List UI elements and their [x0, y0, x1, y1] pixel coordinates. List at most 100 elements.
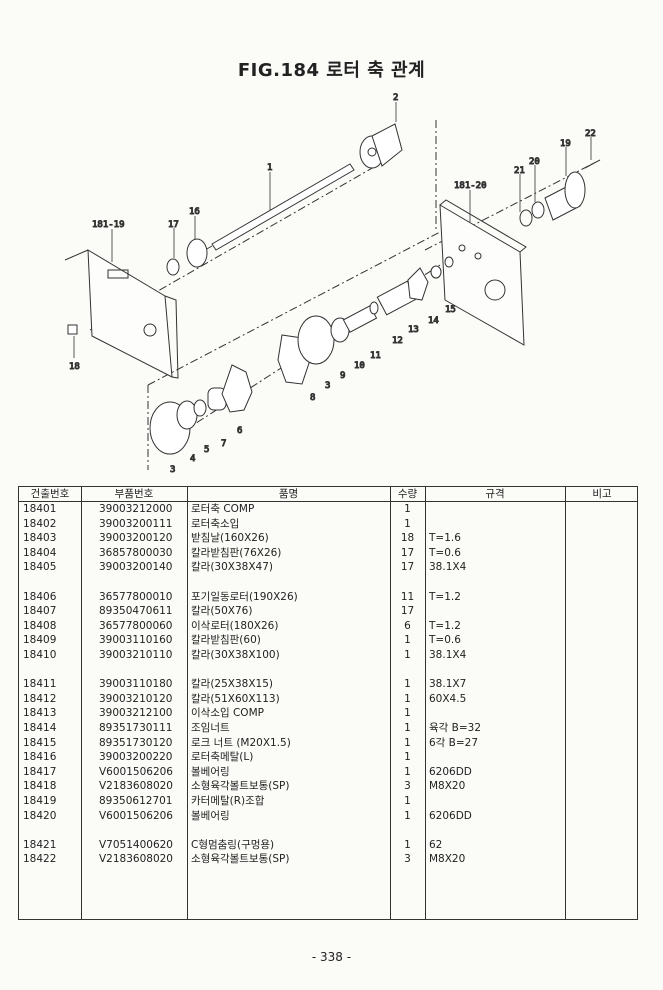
cell-part-no: 39003200220 — [99, 751, 173, 764]
cell-part-no: V2183608020 — [99, 780, 173, 793]
cell-ref-no: 18414 — [23, 722, 57, 734]
cell-spec: T=1.2 — [429, 590, 461, 603]
cell-ref-no: 18401 — [23, 503, 57, 515]
cell-part-name: 칼라(25X38X15) — [191, 678, 273, 691]
cell-spec: 6206DD — [429, 765, 472, 778]
cell-spec: 6각 B=27 — [429, 736, 479, 749]
callout-15: 15 — [445, 305, 456, 315]
cell-ref-no: 18409 — [23, 634, 57, 647]
callout-5: 5 — [204, 445, 209, 455]
cell-part-no: 39003200140 — [99, 561, 173, 574]
cell-part-no: 89350470611 — [99, 605, 173, 618]
left-side-plate — [64, 249, 179, 379]
column-divider — [187, 487, 188, 919]
cell-quantity: 1 — [404, 751, 411, 764]
cell-part-name: 칼라받침판(60) — [191, 634, 261, 647]
cell-quantity: 1 — [404, 838, 411, 851]
cell-quantity: 1 — [404, 722, 411, 734]
header-part-name: 품명 — [278, 488, 299, 500]
cell-part-no: 39003200111 — [99, 517, 173, 530]
callout-16: 16 — [189, 207, 200, 217]
header-remarks: 비고 — [592, 488, 612, 500]
cell-quantity: 3 — [404, 780, 411, 793]
callout-7: 7 — [221, 439, 226, 449]
cell-spec: T=1.2 — [429, 619, 461, 632]
callout-20: 20 — [529, 157, 540, 167]
part-18-screw — [67, 324, 78, 335]
cell-spec: 육각 B=32 — [429, 722, 482, 734]
column-divider — [565, 487, 566, 919]
cell-part-no: 39003210110 — [99, 649, 173, 661]
callout-21: 21 — [514, 166, 525, 176]
cell-part-name: 칼라(30X38X100) — [191, 649, 280, 661]
cell-spec: 38.1X7 — [429, 678, 467, 691]
part-11-collar — [369, 301, 379, 315]
header-part-no: 부품번호 — [114, 488, 154, 500]
cell-spec: T=1.6 — [429, 532, 461, 545]
cell-ref-no: 18408 — [23, 619, 57, 632]
cell-ref-no: 18421 — [23, 838, 57, 851]
cell-part-name: 로크 너트 (M20X1.5) — [191, 736, 291, 749]
cell-quantity: 17 — [400, 546, 415, 559]
cell-part-name: 로터축 COMP — [191, 503, 255, 515]
part-3-blade-2 — [297, 315, 335, 365]
cell-ref-no: 18418 — [23, 780, 57, 793]
cell-part-no: 89350612701 — [99, 795, 173, 807]
cell-ref-no: 18417 — [23, 765, 57, 778]
cell-ref-no: 18407 — [23, 605, 57, 618]
cell-ref-no: 18402 — [23, 517, 57, 530]
page-number: - 338 - — [311, 950, 352, 964]
part-6-rotor — [221, 364, 253, 413]
cell-ref-no: 18415 — [23, 736, 57, 749]
cell-spec: T=0.6 — [429, 634, 461, 647]
cell-quantity: 18 — [400, 532, 415, 545]
callout-13: 13 — [408, 325, 419, 335]
table-header: 건출번호 부품번호 품명 수량 규격 비고 — [19, 487, 637, 502]
callout-17: 17 — [168, 220, 179, 230]
cell-part-name: 포기일동로터(190X26) — [191, 590, 298, 603]
cell-ref-no: 18412 — [23, 692, 57, 705]
cell-ref-no: 18416 — [23, 751, 57, 764]
header-ref-no: 건출번호 — [30, 488, 70, 500]
part-17-collar — [166, 258, 180, 276]
rotor-shaft-hub — [359, 123, 403, 169]
cell-quantity: 1 — [404, 503, 411, 515]
cell-spec: 38.1X4 — [429, 561, 467, 574]
callout-10: 10 — [354, 361, 365, 371]
cell-part-name: 소형육각볼트보통(SP) — [191, 853, 290, 866]
part-15-locknut — [444, 256, 454, 268]
part-13-rotor-assy — [407, 267, 429, 301]
rotor-shaft — [204, 163, 355, 251]
callout-19: 19 — [560, 139, 571, 149]
part-5-collar — [193, 399, 207, 417]
cell-part-name: 받침날(160X26) — [191, 532, 269, 545]
cell-quantity: 1 — [404, 795, 411, 807]
cell-spec: 60X4.5 — [429, 692, 467, 705]
callout-22: 22 — [585, 129, 596, 139]
cell-quantity: 1 — [404, 809, 411, 822]
figure-title: FIG.184 로터 축 관계 — [237, 60, 426, 81]
cell-quantity: 1 — [404, 634, 411, 647]
right-side-plate — [439, 199, 527, 346]
callout-3: 3 — [325, 381, 330, 391]
cell-quantity: 17 — [400, 605, 415, 618]
callout-1: 1 — [267, 163, 272, 173]
cell-ref-no: 18419 — [23, 795, 57, 807]
cell-ref-no: 18413 — [23, 707, 57, 720]
cell-spec: T=0.6 — [429, 546, 461, 559]
cell-spec: 6206DD — [429, 809, 472, 822]
part-14-nut — [430, 265, 442, 279]
cell-part-name: 소형육각볼트보통(SP) — [191, 780, 290, 793]
